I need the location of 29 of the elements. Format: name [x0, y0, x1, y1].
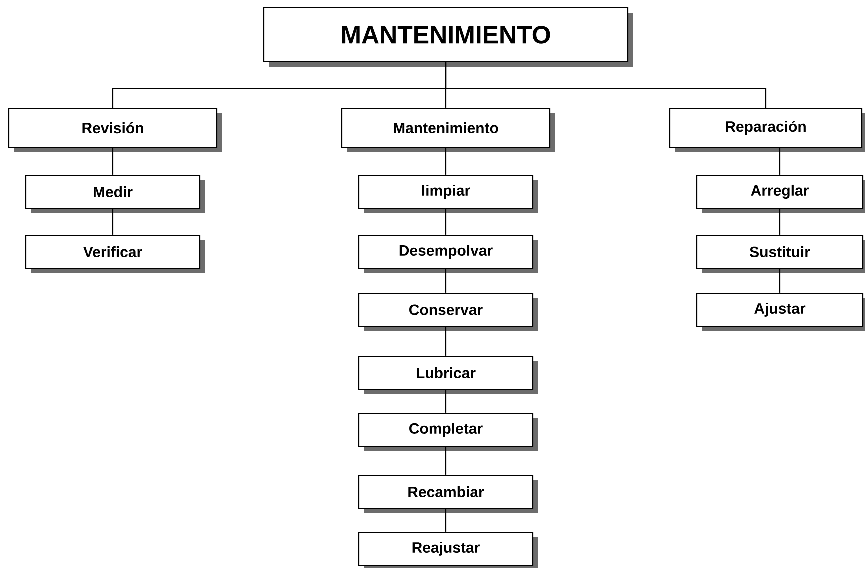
connector-line [779, 269, 781, 293]
process-box: Medir [25, 174, 205, 214]
process-box: Lubricar [358, 356, 538, 394]
process-box: Completar [358, 412, 538, 452]
process-box: Revisión [8, 108, 222, 152]
connector-line [445, 509, 447, 532]
process-box: Mantenimiento [341, 108, 555, 152]
process-box: Desempolvar [358, 234, 538, 274]
process-box: Recambiar [358, 474, 538, 514]
connector-line [445, 148, 447, 175]
connector-line [445, 390, 447, 413]
process-box: Conservar [358, 292, 538, 332]
connector-line [445, 62, 767, 108]
process-box: Ajustar [696, 292, 865, 332]
process-box: MANTENIMIENTO [263, 7, 633, 67]
process-box: limpiar [358, 174, 538, 214]
connector-line [779, 209, 781, 235]
process-box: Reajustar [358, 532, 538, 568]
process-box: Arreglar [696, 174, 865, 214]
process-box: Reparación [669, 108, 865, 152]
connector-line [445, 269, 447, 293]
connector-line [112, 209, 114, 235]
connector-line [445, 209, 447, 235]
connector-line [445, 447, 447, 475]
process-box: Sustituir [696, 234, 865, 274]
connector-line [445, 327, 447, 356]
connector-line [779, 148, 781, 175]
process-box: Verificar [25, 234, 205, 274]
connector-line [112, 148, 114, 175]
